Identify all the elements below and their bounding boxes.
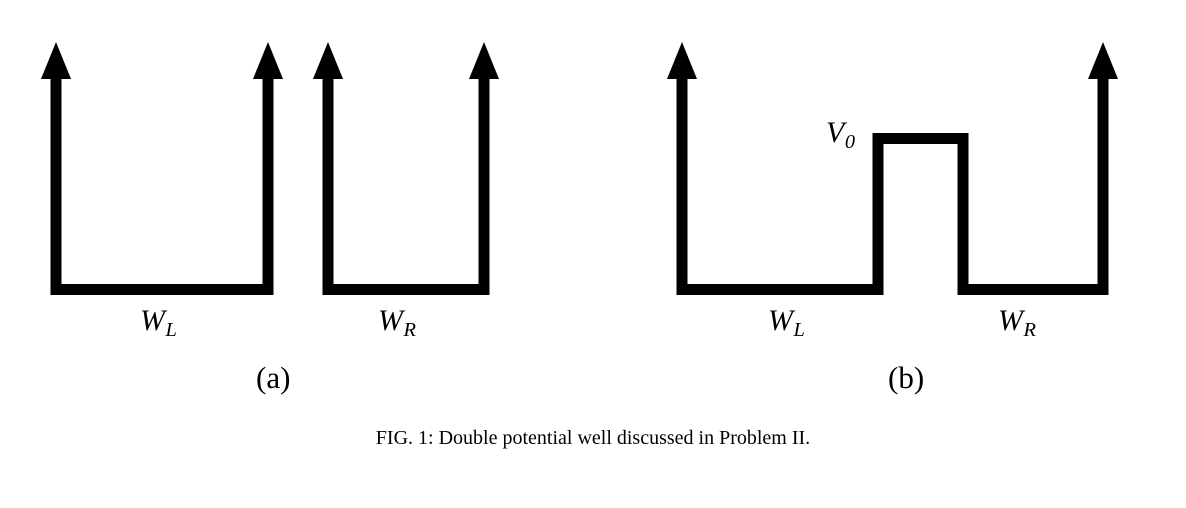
panel-a-left-well-right-arrow-head [253, 42, 283, 79]
panel-b-left-well-width-label: WL [768, 304, 805, 341]
panel-b-right-outer-wall [1097, 76, 1109, 295]
panel-b-right-well-width-label: WR [998, 304, 1036, 341]
panel-a-label: (a) [256, 360, 291, 395]
panel-b-left-well-width-subscript: L [793, 318, 805, 341]
panel-b-barrier-left-wall [872, 133, 884, 295]
panel-a-left-well-floor [50, 284, 274, 295]
panel-b-label: (b) [888, 360, 925, 395]
panel-a-right-well-floor [322, 284, 490, 295]
panel-b-barrier-height-label: V0 [826, 116, 856, 153]
figure-caption: FIG. 1: Double potential well discussed … [375, 427, 811, 449]
panel-b-barrier-right-wall [957, 133, 969, 295]
panel-a-right-well-left-wall [322, 76, 334, 295]
panel-a-left-well-width-subscript: L [165, 318, 177, 341]
panel-a-right-well-right-wall [478, 76, 490, 295]
panel-a-left-well [41, 42, 283, 295]
panel-a-left-well-width-label: WL [140, 304, 177, 341]
panel-a-left-well-left-arrow-head [41, 42, 71, 79]
panel-b-left-arrow-head [667, 42, 697, 79]
panel-b-right-well-floor [957, 284, 1109, 295]
panel-b-right-well-width-subscript: R [1023, 318, 1036, 341]
panel-a-left-well-left-wall [50, 76, 62, 295]
panel-b-left-outer-wall [676, 76, 688, 295]
panel-b-graphics [667, 42, 1118, 295]
panel-a-right-well-width-label: WR [378, 304, 416, 341]
panel-b-right-arrow-head [1088, 42, 1118, 79]
panel-b-barrier-height-subscript: 0 [844, 130, 856, 153]
panel-a-right-well [313, 42, 499, 295]
panel-a-graphics [41, 42, 499, 295]
panel-a-right-well-width-subscript: R [403, 318, 416, 341]
panel-a-left-well-right-wall [262, 76, 274, 295]
panel-b-left-well-floor [676, 284, 884, 295]
panel-a-right-well-left-arrow-head [313, 42, 343, 79]
panel-a-right-well-right-arrow-head [469, 42, 499, 79]
panel-b-barrier-top [872, 133, 969, 144]
